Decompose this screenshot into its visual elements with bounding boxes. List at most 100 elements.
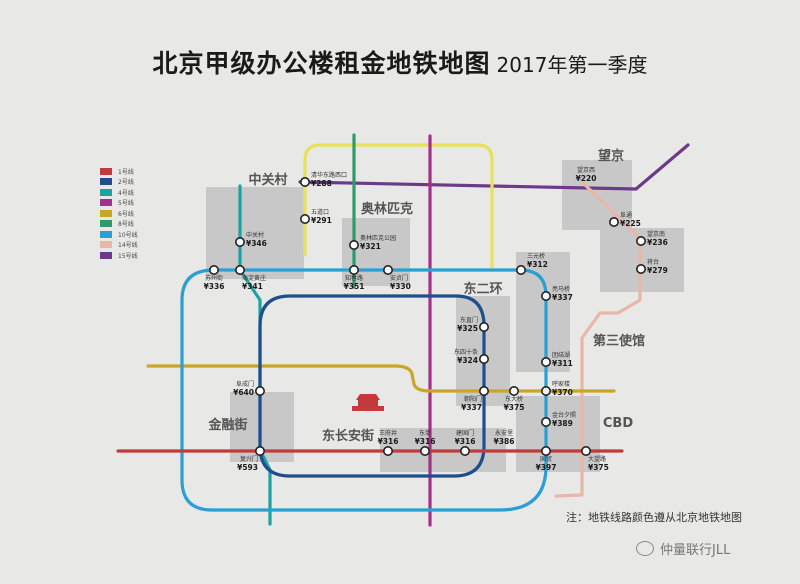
station-haidianhuangzhuang[interactable]: 海淀黄庄¥341 [235, 264, 266, 291]
station-price: ¥337 [461, 403, 482, 412]
station-marker[interactable] [255, 445, 266, 456]
station-price: ¥593 [237, 463, 258, 472]
station-name: 东单 [419, 429, 431, 437]
station-price: ¥220 [576, 174, 597, 183]
station-price: ¥330 [390, 282, 411, 291]
station-name: 国贸 [540, 455, 552, 463]
station-zhongguancun[interactable]: 中关村¥346 [235, 231, 267, 248]
station-price: ¥316 [415, 437, 436, 446]
station-name: 朝阳门 [464, 395, 482, 403]
station-marker[interactable] [540, 445, 551, 456]
station-dongdan[interactable]: 东单¥316 [415, 429, 436, 456]
station-name: 奥林匹克公园 [360, 234, 396, 242]
station-name: 建国门 [456, 429, 474, 437]
station-marker[interactable] [635, 263, 646, 274]
station-marker[interactable] [348, 240, 359, 251]
station-jiangtai[interactable]: 将台¥279 [635, 258, 668, 275]
station-name: 亮马桥 [552, 285, 570, 293]
station-price: ¥288 [311, 179, 332, 188]
station-name: 五道口 [311, 208, 329, 216]
station-wangjingnan[interactable]: 望京南¥236 [635, 230, 668, 247]
station-marker[interactable] [235, 237, 246, 248]
station-name: 知春路 [345, 274, 363, 282]
station-zhichunlu[interactable]: 知春路¥351 [344, 264, 365, 291]
station-wudaokou[interactable]: 五道口¥291 [299, 208, 332, 225]
station-fudong[interactable]: 阜通¥225 [608, 211, 641, 228]
station-marker[interactable] [540, 290, 551, 301]
station-marker[interactable] [580, 445, 591, 456]
legend-label: 2号线 [118, 179, 134, 187]
station-jianguomen[interactable]: 建国门¥316 [455, 429, 476, 456]
legend-label: 6号线 [118, 210, 134, 218]
station-name: 将台 [647, 258, 659, 266]
station-aolinpikegongyuan[interactable]: 奥林匹克公园¥321 [348, 234, 396, 251]
station-wangjingxi[interactable]: 望京西¥220 [576, 166, 597, 183]
station-marker[interactable] [478, 321, 489, 332]
station-price: ¥321 [360, 242, 381, 251]
station-price: ¥291 [311, 216, 332, 225]
station-marker[interactable] [508, 385, 519, 396]
station-jintaixizhao[interactable]: 金台夕照¥389 [540, 411, 576, 428]
station-fuchengmen[interactable]: 阜成门¥640 [233, 380, 266, 397]
station-marker[interactable] [299, 214, 310, 225]
station-dongzhimen[interactable]: 东直门¥325 [457, 316, 489, 333]
station-marker[interactable] [255, 385, 266, 396]
station-name: 阜成门 [236, 380, 254, 388]
legend-swatch [100, 178, 112, 186]
station-fuxingmen[interactable]: 复兴门¥593 [237, 445, 266, 472]
district-label-jinrongjie: 金融街 [207, 417, 247, 433]
station-anzhenmen[interactable]: 安贞门¥330 [382, 264, 411, 291]
station-wangfujing[interactable]: 王府井¥316 [378, 429, 399, 456]
station-marker[interactable] [348, 264, 359, 275]
station-marker[interactable] [235, 264, 246, 275]
station-liangmaqiao[interactable]: 亮马桥¥337 [540, 285, 573, 302]
station-marker[interactable] [608, 217, 619, 228]
station-price: ¥336 [204, 282, 225, 291]
station-guomao[interactable]: 国贸¥397 [536, 445, 557, 472]
station-marker[interactable] [540, 385, 551, 396]
legend-swatch [100, 167, 112, 175]
station-name: 苏州街 [205, 274, 223, 282]
station-price: ¥312 [527, 260, 548, 269]
station-marker[interactable] [299, 177, 310, 188]
station-name: 海淀黄庄 [242, 274, 266, 282]
station-marker[interactable] [478, 353, 489, 364]
legend-item: 5号线 [100, 198, 138, 209]
station-marker[interactable] [635, 236, 646, 247]
station-marker[interactable] [419, 445, 430, 456]
station-marker[interactable] [515, 264, 526, 275]
district-area-zhongguancun [206, 187, 304, 279]
station-marker[interactable] [209, 264, 220, 275]
legend-label: 14号线 [118, 242, 138, 250]
station-marker[interactable] [540, 416, 551, 427]
station-price: ¥370 [552, 388, 573, 397]
district-label-dongerhuan: 东二环 [463, 281, 502, 297]
station-price: ¥341 [242, 282, 263, 291]
title-sub: 2017年第一季度 [496, 53, 648, 77]
station-hujialou[interactable]: 呼家楼¥370 [540, 380, 573, 397]
station-suzhoujie[interactable]: 苏州街¥336 [204, 264, 225, 291]
station-name: 呼家楼 [552, 380, 570, 388]
station-marker[interactable] [459, 445, 470, 456]
station-qinghua[interactable]: 清华东路西口¥288 [299, 171, 347, 188]
station-price: ¥279 [647, 266, 668, 275]
station-chaoyangmen[interactable]: 朝阳门¥337 [461, 385, 489, 412]
station-dawanglu[interactable]: 大望路¥375 [580, 445, 609, 472]
station-price: ¥325 [457, 324, 478, 333]
station-marker[interactable] [540, 356, 551, 367]
legend-swatch [100, 251, 112, 259]
station-marker[interactable] [382, 264, 393, 275]
station-marker[interactable] [478, 385, 489, 396]
legend-label: 4号线 [118, 189, 134, 197]
station-price: ¥236 [647, 238, 668, 247]
station-tuanjiehu[interactable]: 团结湖¥311 [540, 351, 573, 368]
station-name: 望京西 [577, 166, 595, 174]
station-name: 三元桥 [527, 252, 545, 260]
station-yonganli[interactable]: 永安里¥386 [494, 429, 515, 446]
station-sanyuanqiao[interactable]: 三元桥¥312 [515, 252, 548, 275]
station-marker[interactable] [382, 445, 393, 456]
station-dongdaqiao[interactable]: 东大桥¥375 [504, 385, 525, 412]
station-dongsishitiao[interactable]: 东四十条¥324 [454, 348, 489, 365]
station-price: ¥346 [246, 239, 267, 248]
